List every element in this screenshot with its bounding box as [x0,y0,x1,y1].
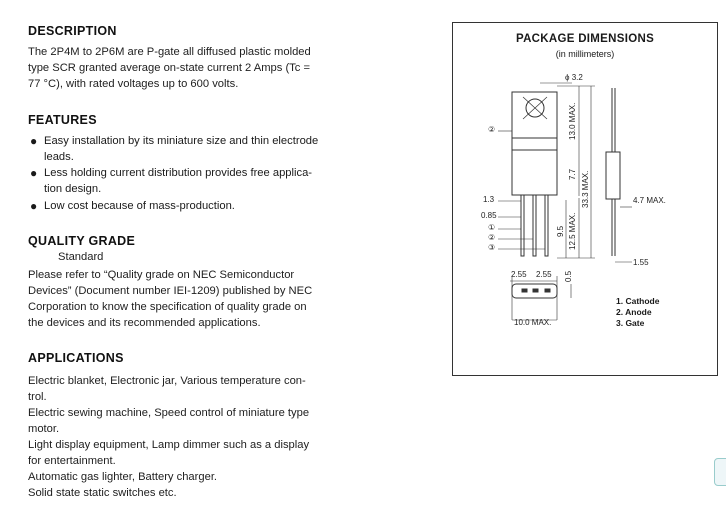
dim-9-5: 9.5 [556,225,565,237]
application-line: motor. [28,423,60,435]
quality-grade: Standard [58,251,104,263]
application-line: for entertainment. [28,455,116,467]
pin-anode: 2. Anode [616,307,652,317]
package-subtitle: (in millimeters) [555,49,615,59]
pin-gate: 3. Gate [616,318,645,328]
applications-heading: APPLICATIONS [28,351,124,365]
application-line: Electric blanket, Electronic jar, Variou… [28,375,306,387]
quality-line: Devices” (Document number IEI-1209) publ… [28,285,313,297]
side-scroll-tab[interactable] [714,458,726,486]
application-line: Light display equipment, Lamp dimmer suc… [28,439,310,451]
callout-tab-2: ② [488,125,496,134]
dim-2-55-b: 2.55 [536,270,552,279]
dim-0-5: 0.5 [564,270,573,282]
dim-0-85: 0.85 [481,211,497,220]
description-line: The 2P4M to 2P6M are P-gate all diffused… [28,46,311,58]
application-line: Automatic gas lighter, Battery charger. [28,471,218,483]
description-line: 77 °C), with rated voltages up to 600 vo… [28,78,239,90]
features-heading: FEATURES [28,113,97,127]
callout-lead-2: ② [488,233,496,242]
quality-heading: QUALITY GRADE [28,234,136,248]
bullet-icon: ● [30,134,38,148]
feature-text: tion design. [44,183,102,195]
feature-text: Easy installation by its miniature size … [44,135,319,147]
application-line: trol. [28,391,47,403]
application-line: Solid state static switches etc. [28,487,177,499]
bullet-icon: ● [30,199,38,213]
dim-2-55-a: 2.55 [511,270,527,279]
dim-33-3-max: 33.3 MAX. [581,170,590,208]
dim-7-7: 7.7 [568,168,577,180]
description-heading: DESCRIPTION [28,24,117,38]
description-line: type SCR granted average on-state curren… [28,62,311,74]
callout-lead-3: ③ [488,243,496,252]
package-title: PACKAGE DIMENSIONS [515,33,655,45]
feature-text: leads. [44,151,74,163]
dim-4-7-max: 4.7 MAX. [633,196,666,205]
quality-line: Please refer to “Quality grade on NEC Se… [28,269,295,281]
feature-text: Low cost because of mass-production. [44,200,235,212]
pin-cathode: 1. Cathode [616,296,660,306]
dim-13-max: 13.0 MAX. [568,102,577,140]
dim-1-3: 1.3 [483,195,495,204]
callout-lead-1: ① [488,223,496,232]
dim-hole-diameter: ϕ 3.2 [565,73,583,82]
quality-line: the devices and its recommended applicat… [28,317,261,329]
bullet-icon: ● [30,166,38,180]
application-line: Electric sewing machine, Speed control o… [28,407,310,419]
dim-12-5-max: 12.5 MAX. [568,212,577,250]
dim-10-max: 10.0 MAX. [514,318,552,327]
feature-text: Less holding current distribution provid… [44,167,313,179]
quality-line: Corporation to know the specification of… [28,301,307,313]
dim-1-55: 1.55 [633,258,649,267]
package-dimensions-panel: PACKAGE DIMENSIONS (in millimeters) [452,22,718,376]
pin-legend: 1. Cathode 2. Anode 3. Gate [616,296,659,329]
